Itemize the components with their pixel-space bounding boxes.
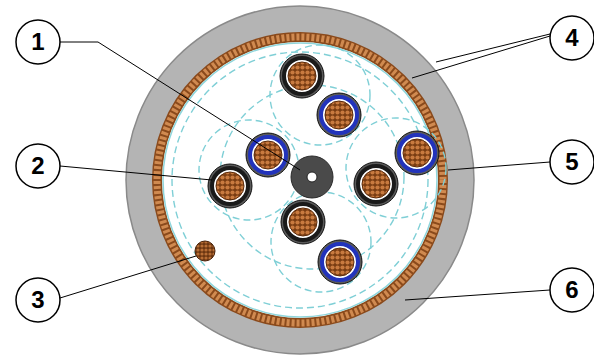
callout-number: 6: [552, 270, 592, 310]
callout-number: 1: [18, 22, 58, 62]
callout-number: 2: [18, 146, 58, 186]
callout-number: 3: [18, 280, 58, 320]
callout-number: 4: [552, 18, 592, 58]
callout-number: 5: [552, 142, 592, 182]
